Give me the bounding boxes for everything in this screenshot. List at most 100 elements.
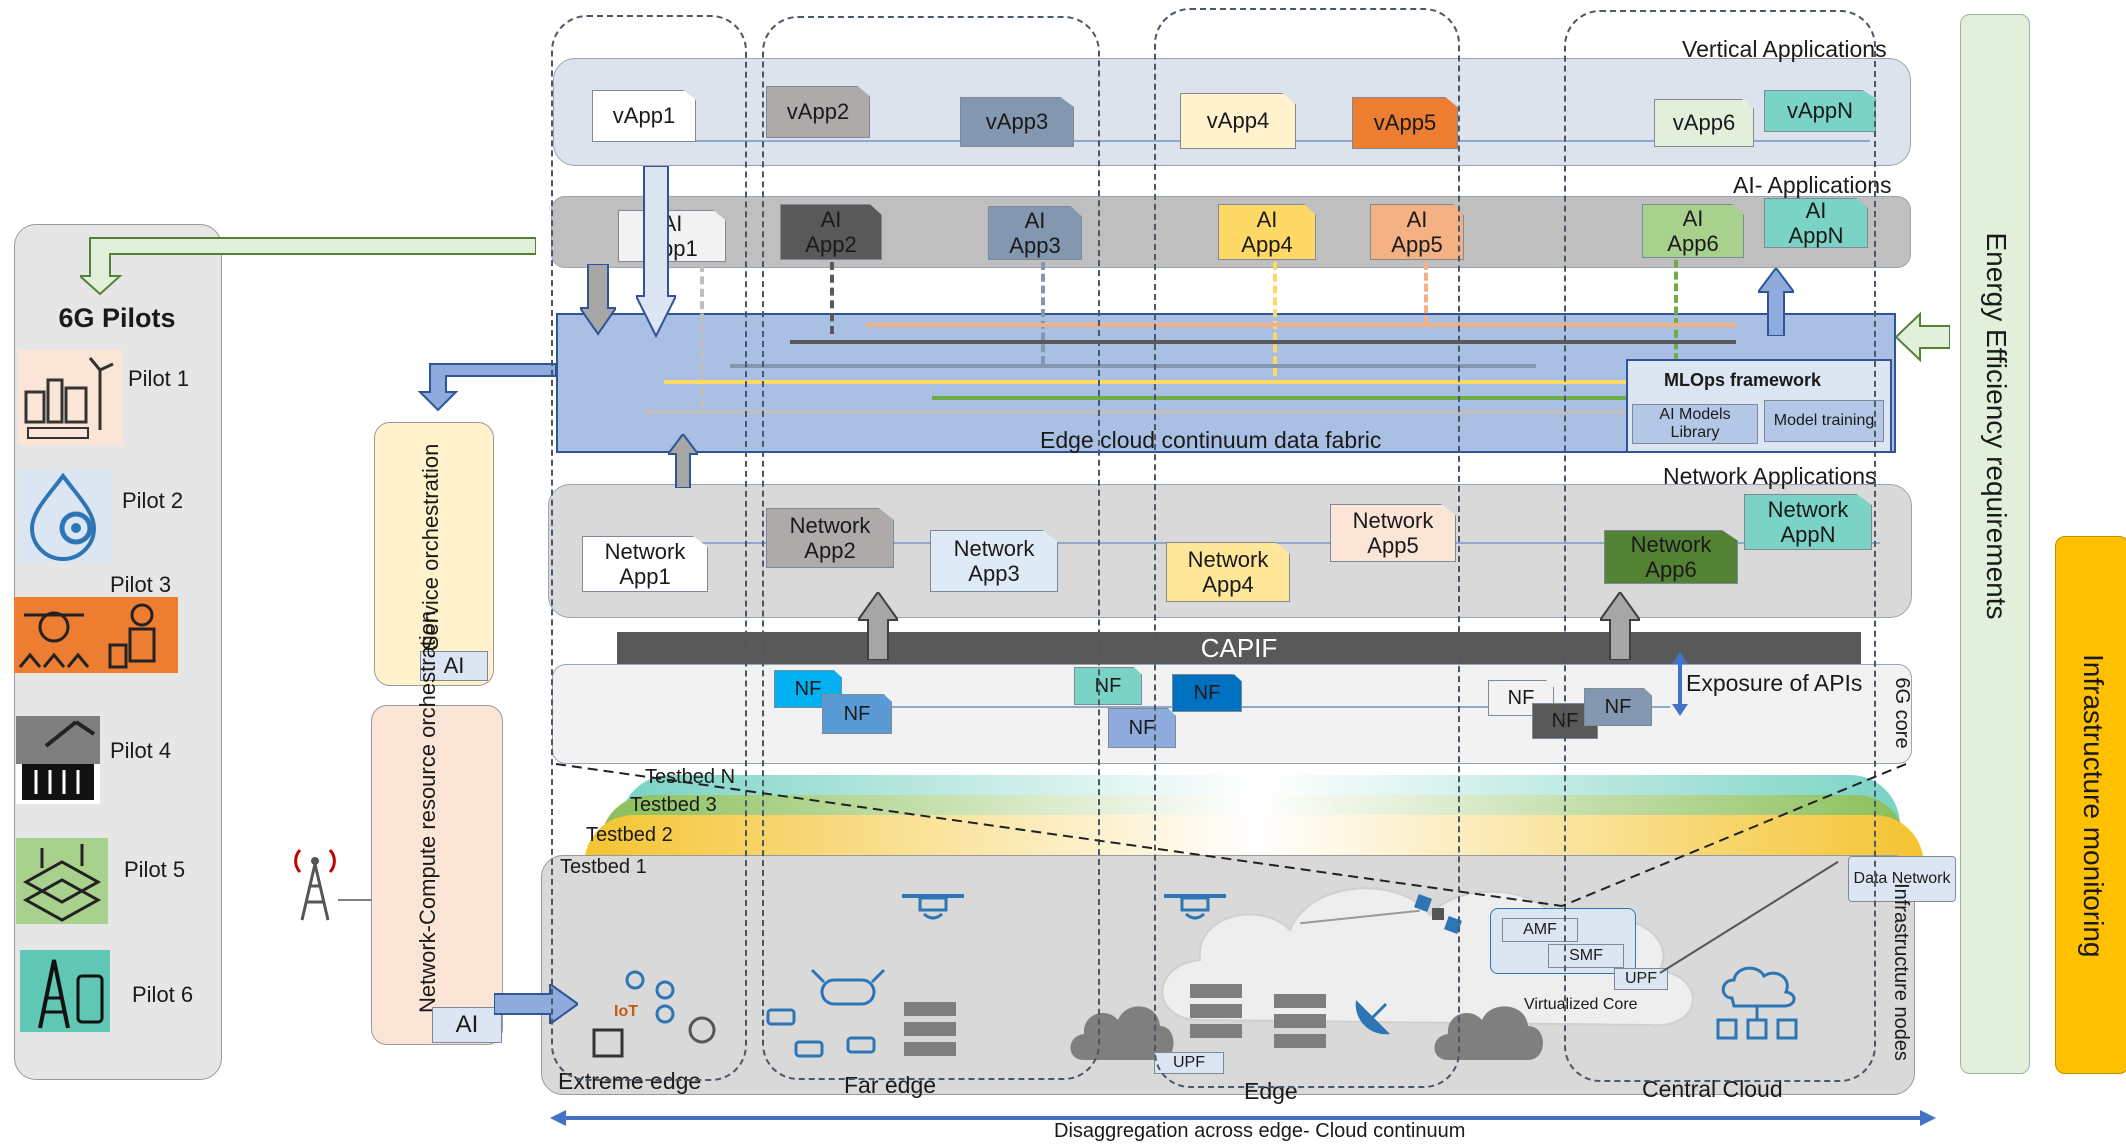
- vapp5-box: vApp5: [1352, 97, 1458, 149]
- ai-app5-drop: [1424, 262, 1428, 324]
- smf-box: SMF: [1548, 944, 1624, 968]
- network-app4-line1: Network: [1187, 546, 1269, 572]
- resource-orchestration-box: [371, 705, 503, 1045]
- fabric-line-dark: [790, 340, 1736, 344]
- column-central-cloud: [1564, 10, 1876, 1082]
- resource-orchestration-ai: AI: [432, 1007, 502, 1043]
- ai-app3-drop: [1041, 262, 1045, 364]
- column-extreme-edge: [551, 15, 747, 1081]
- nf-box-4: NF: [1108, 708, 1176, 748]
- testbed-2-label: Testbed 2: [586, 824, 673, 846]
- nf-box-6: NF: [1488, 680, 1554, 716]
- vapp1-down-arrow: [634, 165, 678, 339]
- fabric-line-green: [932, 396, 1692, 400]
- data-fabric-title: Edge cloud continuum data fabric: [1040, 427, 1382, 453]
- testbed-3-label: Testbed 3: [630, 794, 717, 816]
- ai-app4-drop: [1273, 262, 1277, 376]
- pilot-4-icon: [16, 716, 100, 804]
- fabric-to-service-arrow: [416, 362, 557, 412]
- drone-icon-1: [898, 888, 968, 924]
- nf-box-8: NF: [1584, 688, 1652, 726]
- drone-icon-2: [1160, 888, 1230, 924]
- data-network-box: Data Network: [1848, 856, 1956, 902]
- ai-app4-line2: App4: [1241, 232, 1293, 257]
- cloud-network-icon: [1712, 962, 1802, 1042]
- network-appn-line2: AppN: [1780, 522, 1836, 547]
- network-appn-line1: Network: [1767, 496, 1849, 522]
- column-edge: [1154, 8, 1460, 1088]
- core-zoom-lines: [555, 760, 1916, 910]
- fabric-to-pilots-arrow: [77, 236, 537, 296]
- ai-app5-line2: App5: [1391, 232, 1443, 257]
- vappn-box: vAppN: [1764, 90, 1876, 132]
- network-app2-line1: Network: [789, 512, 871, 538]
- pilot-5-icon: [16, 838, 108, 924]
- vapp6-box: vApp6: [1654, 99, 1754, 147]
- core-label: 6G core: [1891, 677, 1913, 749]
- pilot-5-label: Pilot 5: [124, 857, 186, 882]
- api-exposure-label: Exposure of APIs: [1686, 670, 1863, 696]
- ai-app6-line1: AI: [1682, 205, 1704, 231]
- testbed-1-label: Testbed 1: [560, 856, 647, 878]
- infrastructure-monitoring-label: Infrastructure monitoring: [2078, 654, 2109, 958]
- ai-app2-line1: AI: [820, 206, 842, 232]
- network-app5-line1: Network: [1352, 507, 1434, 533]
- ai-app4-line1: AI: [1256, 206, 1278, 232]
- fabric-line-slate: [730, 364, 1536, 368]
- nf-box-3: NF: [1074, 667, 1142, 705]
- network-app1-line1: Network: [604, 538, 686, 564]
- pilot-2-label: Pilot 2: [122, 488, 184, 513]
- ai-appn-line1: AI: [1805, 197, 1827, 223]
- network-app6-line1: Network: [1630, 531, 1712, 557]
- fabric-line-orange: [866, 323, 1736, 327]
- energy-efficiency-panel: [1960, 14, 2030, 1074]
- ai-app6-line2: App6: [1667, 231, 1719, 256]
- column-far-edge: [762, 16, 1100, 1080]
- column-label-edge: Edge: [1244, 1078, 1298, 1104]
- ai-app2-line2: App2: [805, 232, 857, 257]
- pilot-6-label: Pilot 6: [132, 982, 194, 1007]
- antenna-tower-icon: [280, 842, 350, 922]
- vapp2-box: vApp2: [766, 86, 870, 138]
- resource-to-edge-arrow: [493, 982, 580, 1026]
- mlops-model-training: Model training: [1764, 400, 1884, 442]
- network-app3-line2: App3: [968, 561, 1020, 586]
- fabric-line-gray: [644, 410, 1696, 414]
- ai-applications-title: AI- Applications: [1733, 172, 1892, 198]
- pilot-6-icon: [20, 950, 110, 1032]
- network-app3-line1: Network: [953, 535, 1035, 561]
- ai-app3-line1: AI: [1024, 207, 1046, 233]
- server-rack-icon-3: [1272, 992, 1328, 1052]
- pilot-2-icon: [18, 470, 113, 562]
- pilot-1-label: Pilot 1: [128, 366, 190, 391]
- dark-cloud-icon-2: [1430, 994, 1550, 1064]
- network-app4-line2: App4: [1202, 572, 1254, 597]
- satellite-dish-icon: [1350, 990, 1402, 1042]
- ai-app3-line2: App3: [1009, 233, 1061, 258]
- energy-left-arrow: [1894, 311, 1951, 363]
- iot-devices-icon: [590, 962, 740, 1062]
- pilot-3-label: Pilot 3: [110, 572, 172, 597]
- mlops-title: MLOps framework: [1664, 370, 1822, 390]
- ai-app5-line1: AI: [1406, 206, 1428, 232]
- resource-orchestration-label: Network-Compute resource orchestration: [415, 610, 440, 1013]
- server-rack-icon-2: [1188, 982, 1244, 1042]
- mlops-models-library: AI Models Library: [1632, 404, 1758, 444]
- iot-label: IoT: [614, 1003, 638, 1020]
- network-app6-line2: App6: [1645, 557, 1697, 582]
- vapp1-box: vApp1: [592, 90, 696, 142]
- network-app1-line2: App1: [619, 564, 671, 589]
- ai-app6-drop: [1674, 260, 1678, 396]
